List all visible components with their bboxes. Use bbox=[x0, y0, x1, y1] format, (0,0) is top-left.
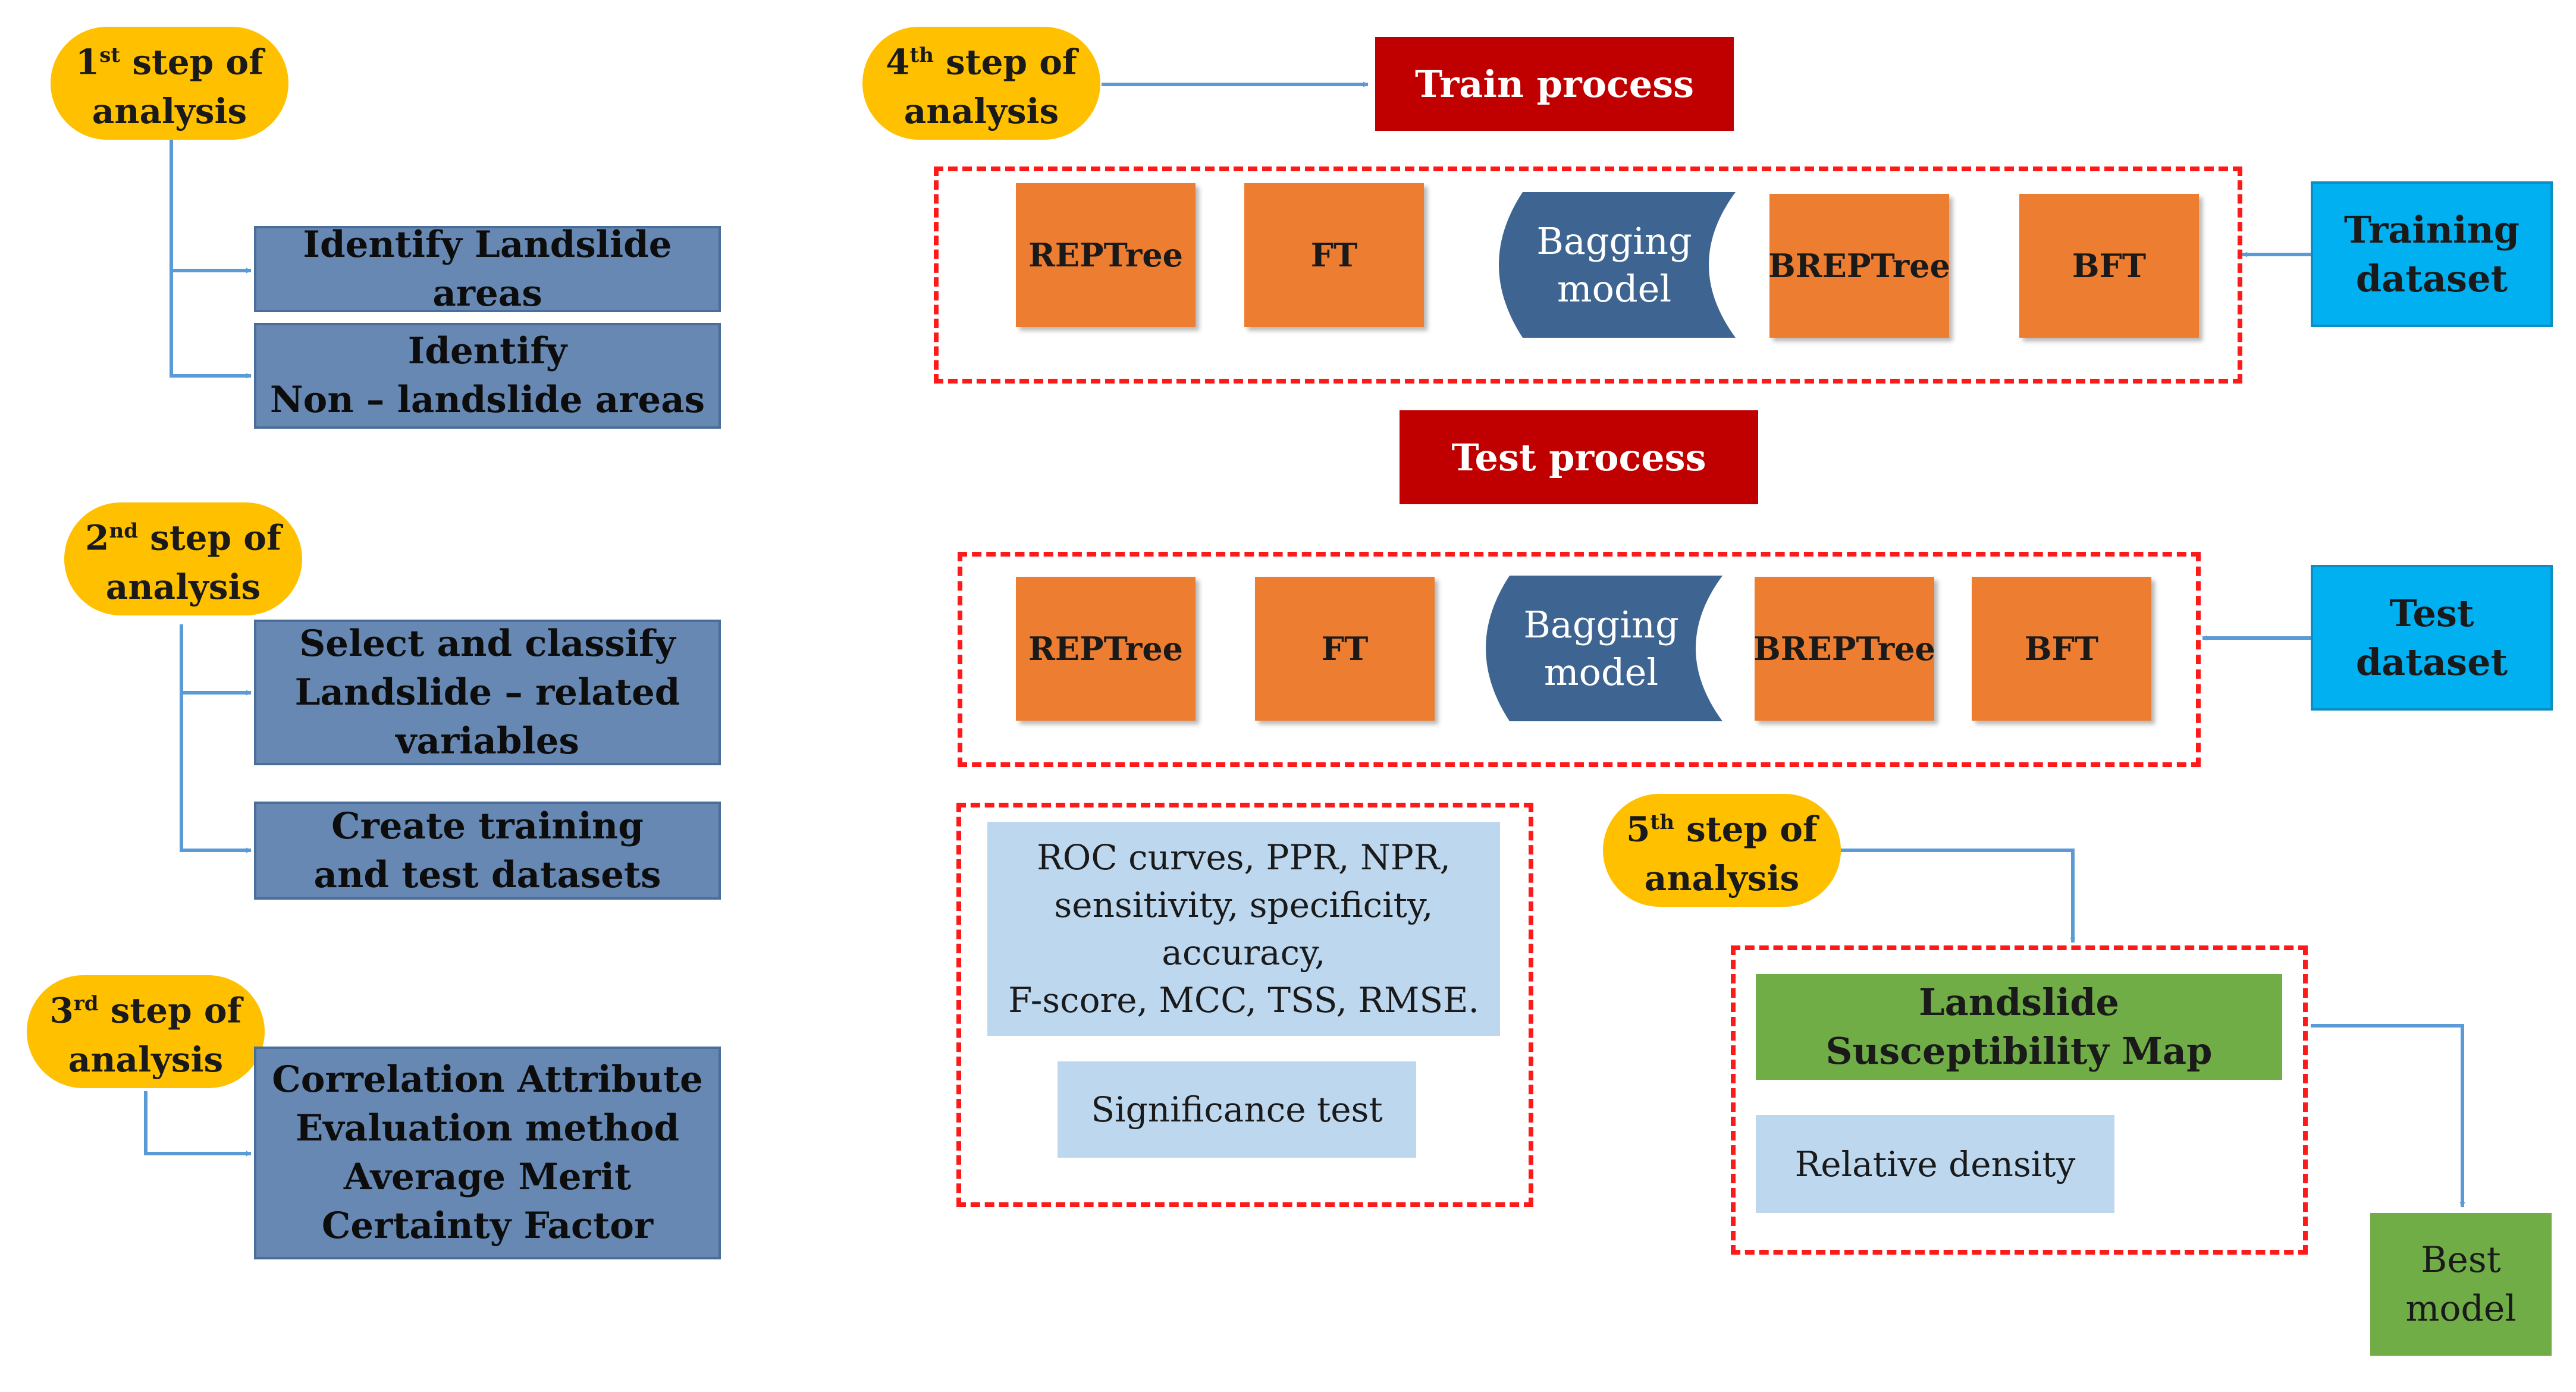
test-ft-box: FT bbox=[1255, 577, 1435, 721]
susceptibility-map-box: Landslide Susceptibility Map bbox=[1756, 974, 2282, 1080]
train-frame bbox=[934, 166, 2242, 384]
test-bft-box: BFT bbox=[1972, 577, 2151, 721]
metrics-box: ROC curves, PPR, NPR, sensitivity, speci… bbox=[987, 822, 1500, 1036]
test-reptree-box: REPTree bbox=[1016, 577, 1196, 721]
relative-density-box: Relative density bbox=[1756, 1115, 2114, 1213]
test-breptree-box: BREPTree bbox=[1753, 577, 1935, 721]
train-bft-box: BFT bbox=[2019, 194, 2199, 338]
step5-frame bbox=[1731, 945, 2308, 1255]
train-bagging-label: Bagging model bbox=[1536, 219, 1692, 310]
test-frame bbox=[958, 552, 2201, 767]
train-breptree-box: BREPTree bbox=[1768, 194, 1950, 338]
arrow-step1-nonlandslide bbox=[170, 271, 252, 379]
train-bagging-shape: Bagging model bbox=[1493, 192, 1736, 338]
arrow-step2-create bbox=[180, 693, 252, 853]
test-bagging-label: Bagging model bbox=[1523, 602, 1679, 694]
training-dataset-box: Training dataset bbox=[2311, 181, 2553, 327]
method-box: Correlation Attribute Evaluation method … bbox=[254, 1047, 721, 1259]
arrow-step3-method bbox=[144, 1091, 252, 1157]
test-dataset-box: Test dataset bbox=[2311, 565, 2553, 711]
arrow-step2-select bbox=[180, 624, 252, 696]
best-model-box: Best model bbox=[2370, 1213, 2552, 1356]
arrow-step1-landslide bbox=[170, 140, 252, 274]
significance-test-box: Significance test bbox=[1058, 1061, 1416, 1158]
test-process-header: Test process bbox=[1400, 410, 1758, 504]
train-reptree-box: REPTree bbox=[1016, 183, 1196, 327]
test-bagging-shape: Bagging model bbox=[1480, 576, 1722, 721]
train-ft-box: FT bbox=[1244, 183, 1424, 327]
create-datasets-box: Create training and test datasets bbox=[254, 802, 721, 900]
identify-nonlandslide-box: Identify Non – landslide areas bbox=[254, 323, 721, 429]
select-classify-box: Select and classify Landslide – related … bbox=[254, 620, 721, 765]
train-process-header: Train process bbox=[1375, 37, 1734, 131]
evaluation-frame bbox=[956, 803, 1533, 1207]
arrow-map-best bbox=[2311, 1024, 2465, 1208]
arrow-step5-map bbox=[1839, 849, 2076, 943]
identify-landslide-box: Identify Landslide areas bbox=[254, 224, 721, 315]
